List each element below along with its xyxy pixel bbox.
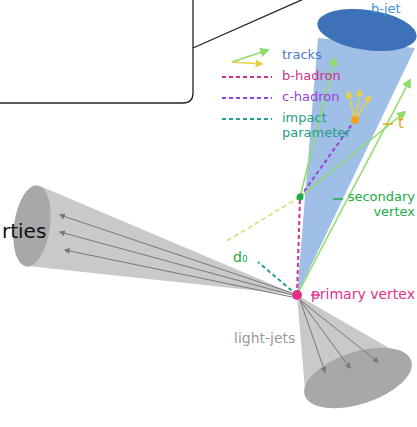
secondary-vertex-dot [297,194,304,201]
legend-text: tracks [282,48,322,63]
light-jet-cones [8,183,417,420]
jet-label: light-jets [234,330,295,346]
impact-parameter [225,197,300,295]
cut-text: rties [2,220,46,243]
tertiary-vertex-dot [351,116,359,124]
legend-text: b-hadron [282,69,341,84]
legend-frame [0,0,193,103]
legend-text: impact parameter [282,111,362,141]
impact-label: d₀ [233,249,248,265]
vertex-label: primary vertex [311,286,415,302]
jet-label: b-jet [371,2,401,17]
leader-line [333,198,343,200]
leader-line [383,123,393,125]
vertex-label: secondary vertex [347,190,415,220]
b-jet-cone [297,3,417,295]
callout-line [193,0,306,48]
legend-text: c-hadron [282,90,340,105]
primary-vertex-dot [292,290,302,300]
vertex-label: t [398,115,404,132]
legend-samples [222,50,272,119]
